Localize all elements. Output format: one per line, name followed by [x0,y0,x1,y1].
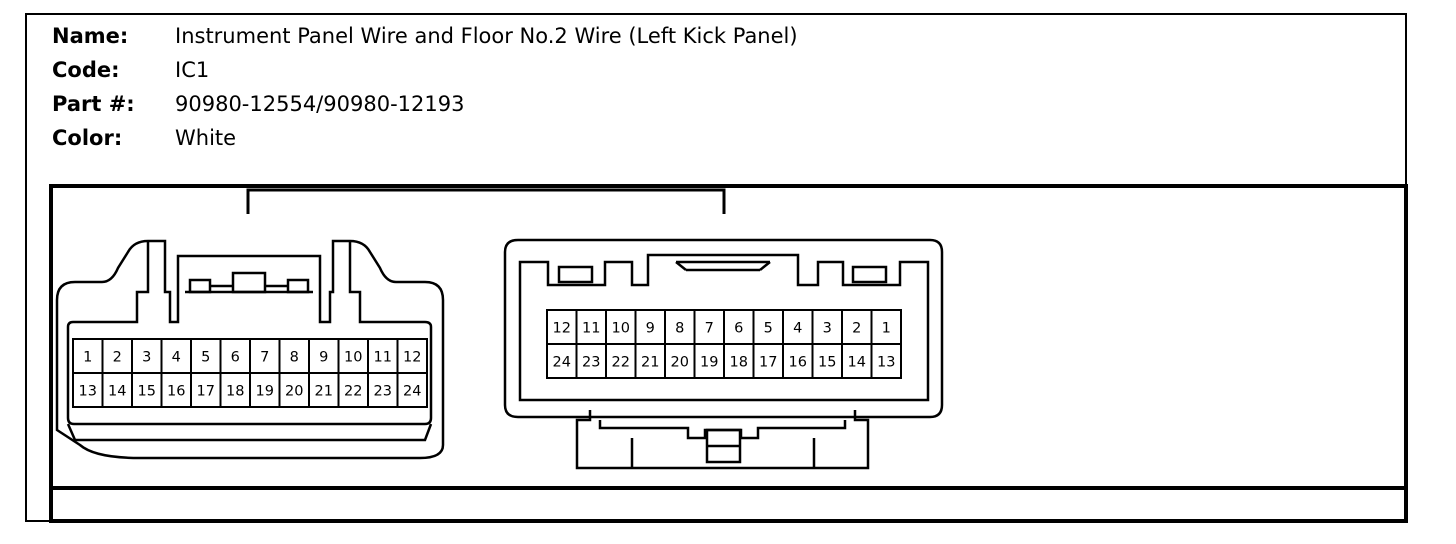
right-pin-cell [870,309,902,345]
right-pin-label: 17 [759,355,777,371]
right-pin-label: 22 [612,355,630,371]
right-pin-label: 2 [852,321,861,337]
right-pin-label: 3 [823,321,832,337]
code-label: Code: [52,58,120,82]
left-pin-label: 22 [344,384,362,400]
right-pin-label: 14 [848,355,866,371]
right-pin-label: 4 [793,321,802,337]
right-pin-label: 10 [612,321,630,337]
left-pin-label: 24 [403,384,421,400]
right-pin-label: 15 [818,355,836,371]
left-pin-cell [396,372,428,408]
color-value: White [175,126,237,150]
name-row: Name: Instrument Panel Wire and Floor No… [52,24,952,58]
left-pin-label: 13 [79,384,97,400]
right-pin-label: 12 [553,321,571,337]
right-pin-cell [605,309,637,345]
left-pin-cell [131,372,163,408]
right-pin-cell [723,343,755,379]
right-pin-label: 8 [675,321,684,337]
right-pin-label: 16 [789,355,807,371]
right-pin-label: 18 [730,355,748,371]
left-pin-label: 8 [290,350,299,366]
left-pin-label: 12 [403,350,421,366]
right-pin-label: 11 [582,321,600,337]
left-pin-label: 17 [197,384,215,400]
left-pin-cell [337,338,369,374]
right-pin-label: 23 [582,355,600,371]
part-value: 90980-12554/90980-12193 [175,92,465,116]
left-pin-label: 21 [315,384,333,400]
left-pin-label: 16 [167,384,185,400]
left-pin-label: 4 [172,350,181,366]
right-pin-label: 20 [671,355,689,371]
right-pin-label: 9 [646,321,655,337]
right-pin-label: 7 [705,321,714,337]
left-pin-label: 6 [231,350,240,366]
right-pin-label: 13 [877,355,895,371]
right-pin-label: 21 [641,355,659,371]
right-pin-cell [841,343,873,379]
view-bracket [246,188,726,214]
right-pin-label: 24 [553,355,571,371]
left-pin-cell [367,338,399,374]
left-pin-label: 23 [374,384,392,400]
right-pin-label: 19 [700,355,718,371]
right-pin-label: 1 [882,321,891,337]
right-pin-label: 5 [764,321,773,337]
left-pin-label: 10 [344,350,362,366]
left-pin-cell [219,372,251,408]
left-pin-label: 20 [285,384,303,400]
left-pin-cell [308,372,340,408]
left-pin-label: 3 [142,350,151,366]
color-label: Color: [52,126,123,150]
left-pin-label: 18 [226,384,244,400]
color-row: Color: White [52,126,952,160]
diagram-panel [49,184,1408,523]
name-value: Instrument Panel Wire and Floor No.2 Wir… [175,24,798,48]
left-pin-label: 15 [138,384,156,400]
part-row: Part #: 90980-12554/90980-12193 [52,92,952,126]
left-pin-label: 7 [260,350,269,366]
left-connector-housing [55,239,445,460]
name-label: Name: [52,24,129,48]
left-pin-label: 2 [113,350,122,366]
left-pin-label: 11 [374,350,392,366]
left-pin-label: 19 [256,384,274,400]
left-pin-label: 5 [201,350,210,366]
code-row: Code: IC1 [52,58,952,92]
left-pin-label: 14 [108,384,126,400]
left-pin-cell [190,372,222,408]
left-pin-label: 1 [83,350,92,366]
code-value: IC1 [175,58,210,82]
right-pin-cell [870,343,902,379]
right-pin-cell [575,343,607,379]
left-pin-label: 9 [319,350,328,366]
part-label: Part #: [52,92,135,116]
left-pin-cell [190,338,222,374]
right-connector-housing [503,238,944,470]
right-pin-label: 6 [734,321,743,337]
right-pin-cell [811,309,843,345]
right-pin-cell [693,343,725,379]
left-pin-cell [249,372,281,408]
right-pin-cell [752,343,784,379]
